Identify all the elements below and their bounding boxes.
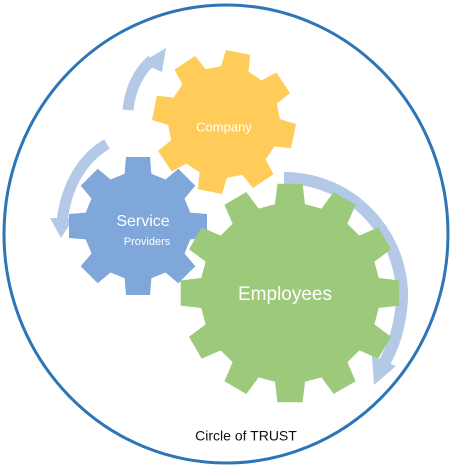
gear-service-providers-label-line2: Providers [124, 236, 171, 248]
gear-company-label: Company [196, 119, 252, 134]
diagram-caption: Circle of TRUST [195, 428, 297, 444]
arrow-around-employees [283, 172, 409, 369]
gear-service-providers-shape [69, 157, 207, 295]
gear-employees: Employees [180, 183, 400, 403]
gear-service-providers: Service Providers [69, 157, 207, 295]
gear-employees-label: Employees [238, 284, 332, 305]
arrowhead-service-providers-to-company [141, 48, 166, 72]
gear-service-providers-label-line1: Service [116, 213, 169, 230]
arrowhead-around-employees [372, 356, 396, 385]
cycle-arrows [50, 48, 409, 385]
gear-employees-shape [180, 183, 400, 403]
gear-company-shape [152, 50, 296, 194]
arrow-service-providers-to-company [122, 55, 156, 111]
outer-circle [2, 3, 450, 465]
gear-company: Company [152, 50, 296, 194]
arrowhead-company-to-service-providers [50, 218, 74, 238]
arrow-company-to-service-providers [56, 139, 110, 223]
